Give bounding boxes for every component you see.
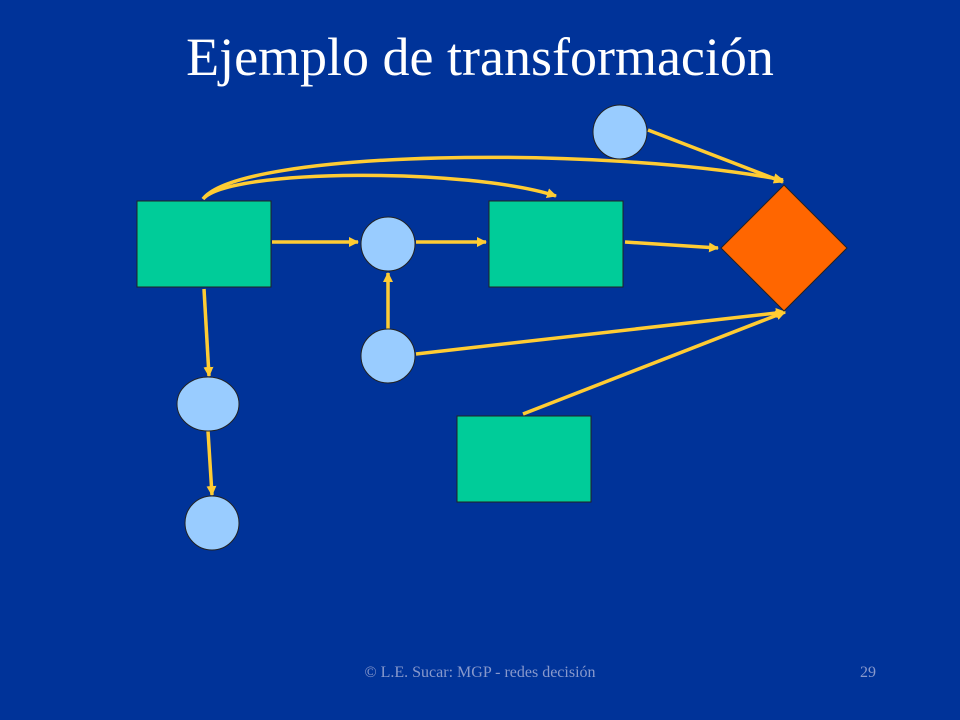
edge-chance3-chance4 [206, 430, 217, 496]
edge-chance2-utility [415, 308, 786, 356]
chance-node-3 [176, 376, 240, 432]
chance-node-top [592, 104, 648, 160]
decision-node-3 [456, 415, 592, 503]
decision-node-1 [136, 200, 272, 288]
chance-node-2 [360, 328, 416, 384]
nodes [136, 104, 848, 551]
edge-chancetop-utility [647, 128, 784, 184]
edges [201, 128, 786, 496]
edge-decision1-chance3 [202, 288, 214, 377]
edge-decision1-utility [201, 155, 784, 201]
edge-decision1-decision2 [201, 173, 557, 201]
slide-title: Ejemplo de transformación [186, 27, 774, 87]
edge-decision2-utility [624, 240, 719, 253]
footer-credit: © L.E. Sucar: MGP - redes decisión [364, 664, 596, 681]
decision-node-2 [488, 200, 624, 288]
chance-node-1 [360, 216, 416, 272]
utility-node [720, 184, 848, 312]
page-number: 29 [860, 664, 876, 681]
chance-node-4 [184, 495, 240, 551]
edge-decision3-utility [522, 310, 786, 416]
